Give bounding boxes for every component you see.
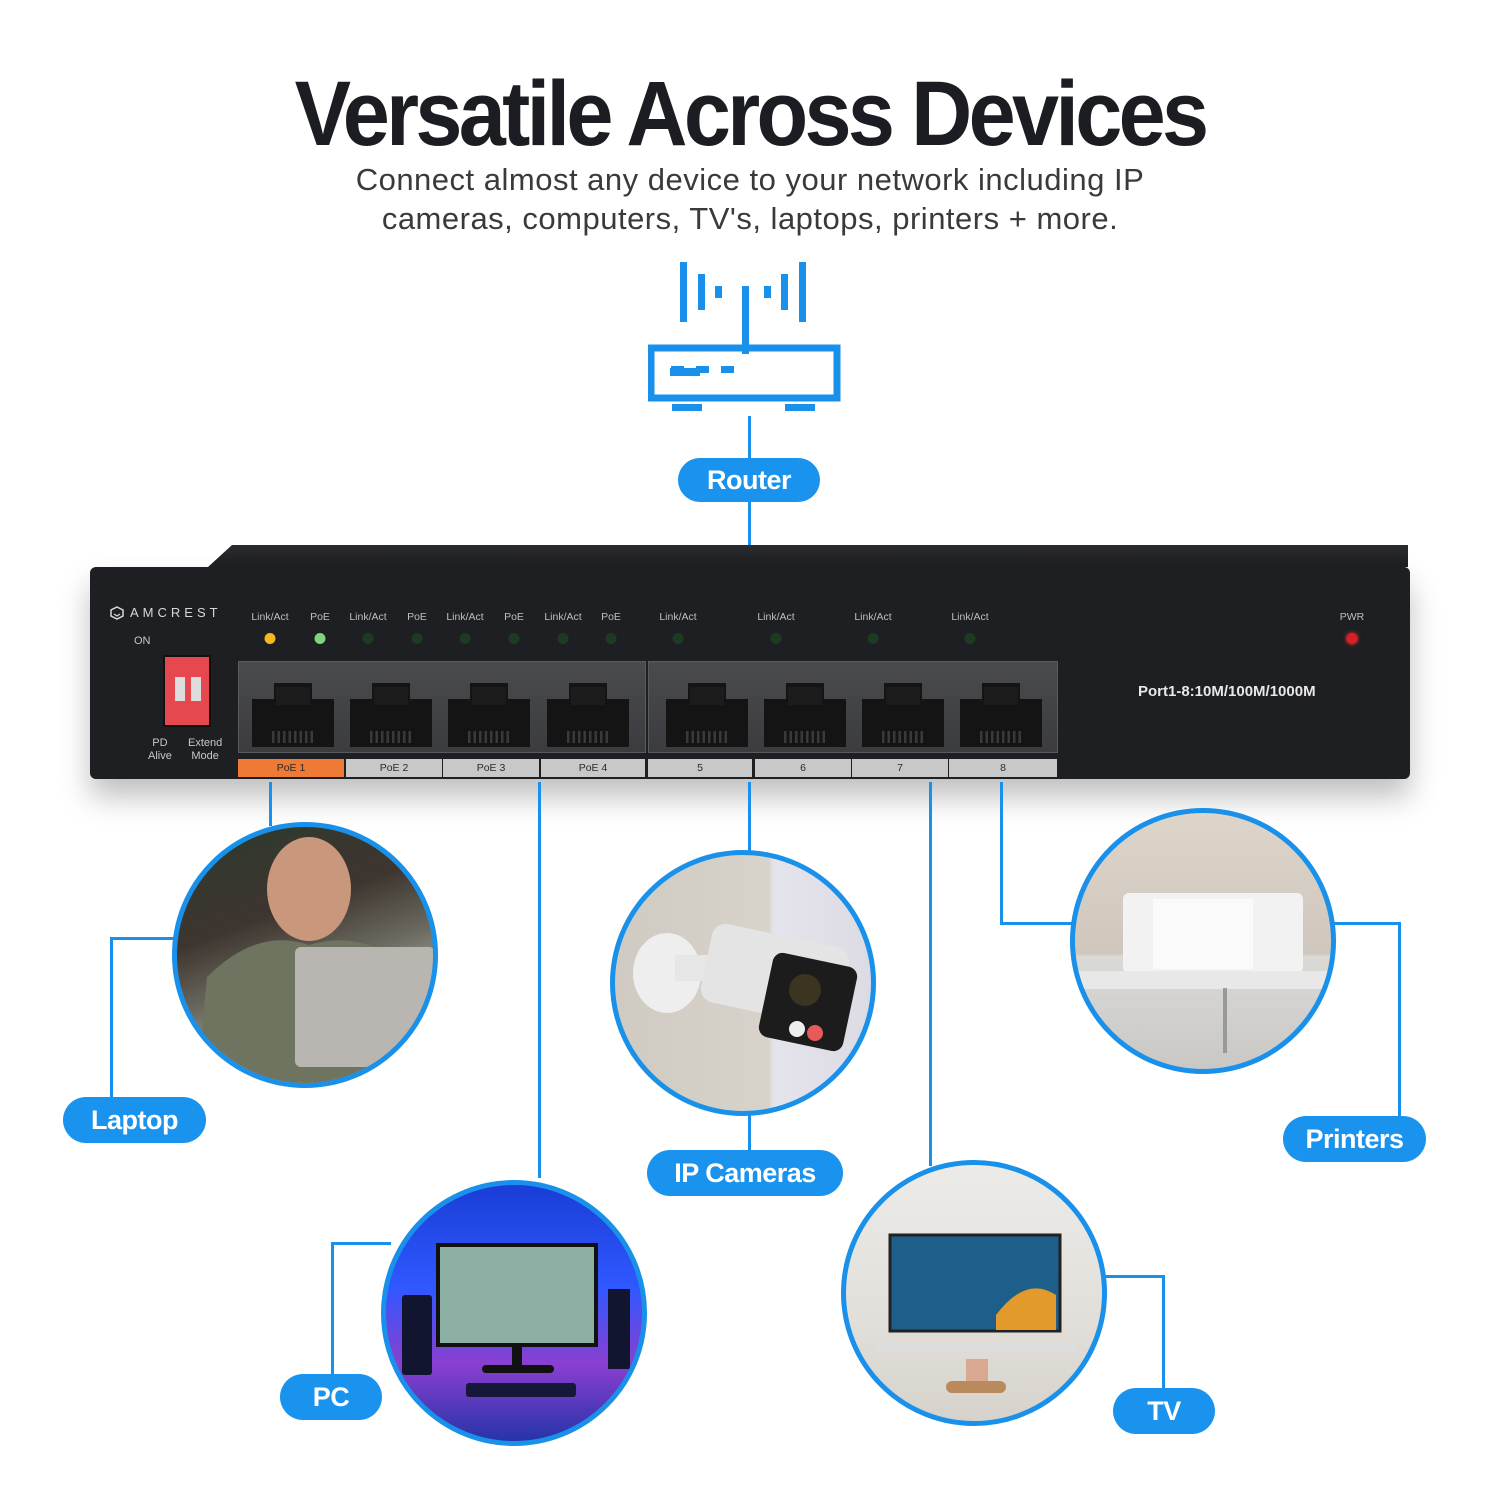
led-label: Link/Act bbox=[349, 611, 387, 623]
port-label: 8 bbox=[949, 759, 1057, 777]
status-led bbox=[557, 633, 569, 644]
rj45-jack-icon bbox=[960, 683, 1042, 747]
rj45-jack-icon bbox=[547, 683, 629, 747]
rj45-jack-icon bbox=[252, 683, 334, 747]
led-label: Link/Act bbox=[757, 611, 795, 623]
printer-line bbox=[1000, 782, 1003, 925]
laptop-line-h bbox=[110, 937, 180, 940]
rj45-jack-icon bbox=[764, 683, 846, 747]
status-led bbox=[264, 633, 276, 644]
camera-label-line bbox=[748, 1110, 751, 1154]
page-subtitle: Connect almost any device to your networ… bbox=[0, 160, 1500, 238]
status-led bbox=[605, 633, 617, 644]
camera-line bbox=[748, 782, 751, 854]
led-label: Link/Act bbox=[251, 611, 289, 623]
router-switch-line bbox=[748, 500, 751, 546]
subtitle-line-1: Connect almost any device to your networ… bbox=[355, 162, 1145, 197]
led-label: PoE bbox=[504, 611, 524, 623]
port-label: PoE 2 bbox=[346, 759, 442, 777]
laptop-image bbox=[172, 822, 438, 1088]
port-label: PoE 4 bbox=[541, 759, 645, 777]
printers-label: Printers bbox=[1283, 1116, 1426, 1162]
page-title: Versatile Across Devices bbox=[294, 63, 1209, 165]
status-led bbox=[362, 633, 374, 644]
tv-image bbox=[841, 1160, 1107, 1426]
printer-image bbox=[1070, 808, 1336, 1074]
ip-camera-image bbox=[610, 850, 876, 1116]
tv-line-h bbox=[1104, 1275, 1164, 1278]
printer-line-h2 bbox=[1332, 922, 1400, 925]
port-spec-label: Port1-8:10M/100M/1000M bbox=[1138, 683, 1316, 700]
rj45-jack-icon bbox=[350, 683, 432, 747]
port-label: 7 bbox=[852, 759, 948, 777]
port-label: PoE 1 bbox=[238, 759, 344, 777]
printer-line-h bbox=[1000, 922, 1075, 925]
rj45-jack-icon bbox=[448, 683, 530, 747]
port-label: PoE 3 bbox=[443, 759, 539, 777]
laptop-line bbox=[269, 782, 272, 826]
router-label: Router bbox=[678, 458, 820, 502]
status-led bbox=[867, 633, 879, 644]
brand-logo: AMCREST bbox=[110, 605, 222, 620]
dip-switch-1[interactable] bbox=[175, 677, 185, 701]
led-label: Link/Act bbox=[659, 611, 697, 623]
led-label: PoE bbox=[407, 611, 427, 623]
rj45-jack-icon bbox=[666, 683, 748, 747]
ip-cameras-label: IP Cameras bbox=[647, 1150, 843, 1196]
ethernet-port[interactable] bbox=[446, 677, 532, 749]
led-label: Link/Act bbox=[446, 611, 484, 623]
printer-line-v bbox=[1398, 922, 1401, 1120]
dip-on-label: ON bbox=[134, 635, 151, 647]
status-led bbox=[314, 633, 326, 644]
rj45-jack-icon bbox=[862, 683, 944, 747]
status-led bbox=[411, 633, 423, 644]
status-led bbox=[770, 633, 782, 644]
tv-line bbox=[929, 782, 932, 1166]
status-led bbox=[459, 633, 471, 644]
pc-line-v bbox=[331, 1242, 334, 1378]
ethernet-port[interactable] bbox=[348, 677, 434, 749]
tv-line-v bbox=[1162, 1275, 1165, 1391]
pc-image bbox=[381, 1180, 647, 1446]
ethernet-port[interactable] bbox=[958, 677, 1044, 749]
port-label: 6 bbox=[755, 759, 851, 777]
subtitle-line-2: cameras, computers, TV's, laptops, print… bbox=[381, 201, 1119, 236]
pc-label: PC bbox=[280, 1374, 382, 1420]
router-connector-line bbox=[748, 416, 751, 460]
status-led bbox=[672, 633, 684, 644]
led-label: Link/Act bbox=[951, 611, 989, 623]
port-label: 5 bbox=[648, 759, 752, 777]
led-label: Link/Act bbox=[854, 611, 892, 623]
led-label: PoE bbox=[601, 611, 621, 623]
led-label: PoE bbox=[310, 611, 330, 623]
tv-label: TV bbox=[1113, 1388, 1215, 1434]
router-wifi-icon bbox=[648, 262, 841, 411]
status-led bbox=[964, 633, 976, 644]
laptop-line-v bbox=[110, 937, 113, 1101]
dip-switch[interactable] bbox=[163, 655, 211, 727]
switch-top-panel bbox=[208, 545, 1408, 567]
ethernet-port[interactable] bbox=[664, 677, 750, 749]
pc-line-h bbox=[331, 1242, 391, 1245]
status-led bbox=[508, 633, 520, 644]
ethernet-port[interactable] bbox=[250, 677, 336, 749]
pwr-led bbox=[1346, 633, 1358, 644]
laptop-label: Laptop bbox=[63, 1097, 206, 1143]
ethernet-port[interactable] bbox=[545, 677, 631, 749]
led-label: Link/Act bbox=[544, 611, 582, 623]
pc-line bbox=[538, 782, 541, 1178]
ethernet-port[interactable] bbox=[860, 677, 946, 749]
pwr-label: PWR bbox=[1339, 611, 1365, 623]
dip-switch-2[interactable] bbox=[191, 677, 201, 701]
ethernet-port[interactable] bbox=[762, 677, 848, 749]
amcrest-logo-icon bbox=[110, 605, 124, 620]
